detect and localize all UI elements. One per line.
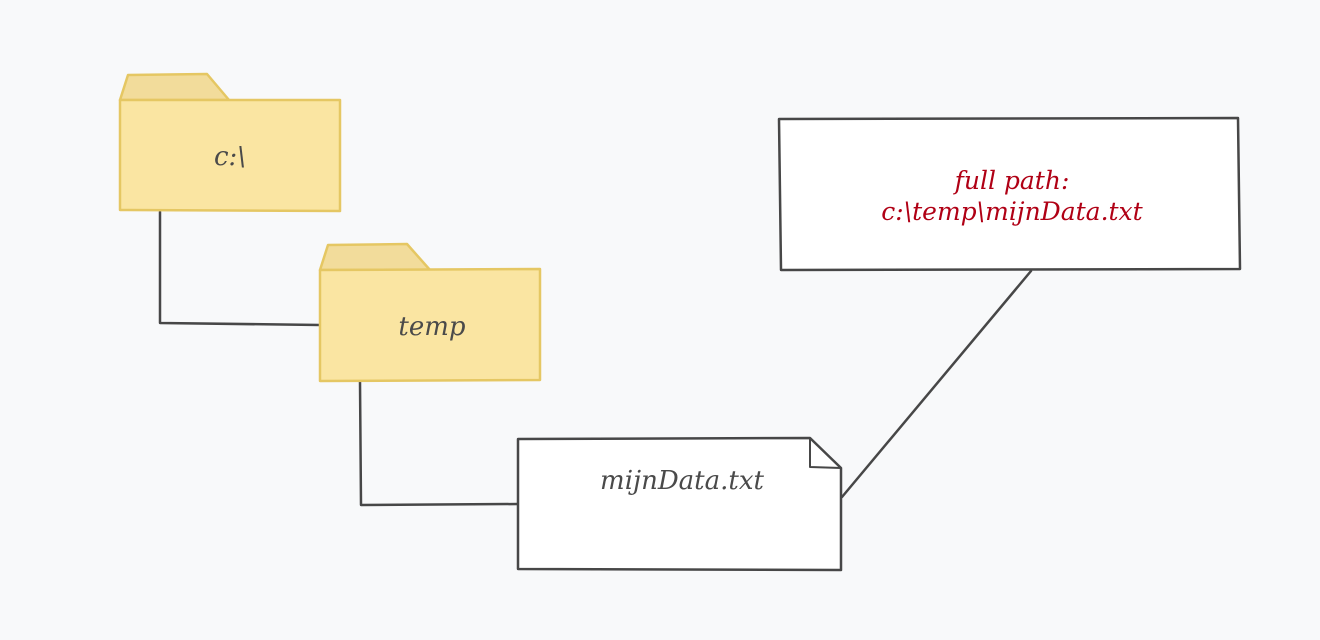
file-body (516, 436, 843, 572)
callout-heading: full path: (954, 165, 1070, 195)
connector-temp-to-file (358, 380, 520, 507)
file-icon (516, 436, 843, 572)
folder-body (118, 98, 342, 213)
full-path-callout: full path: c:\temp\mijnData.txt (881, 165, 1142, 228)
folder-tab (318, 242, 432, 272)
connector-file-to-callout (840, 269, 1033, 499)
folder-icon-root (118, 72, 342, 213)
connector-root-to-temp (158, 210, 322, 327)
temp-folder-label: temp (398, 311, 466, 342)
file-label: mijnData.txt (600, 465, 764, 496)
callout-path: c:\temp\mijnData.txt (881, 197, 1143, 226)
folder-body (318, 267, 542, 383)
file-corner-fold (809, 438, 842, 469)
folder-tab (118, 72, 231, 102)
callout-box (777, 116, 1242, 272)
folder-icon-temp (318, 242, 542, 383)
root-folder-label: c:\ (213, 141, 247, 172)
